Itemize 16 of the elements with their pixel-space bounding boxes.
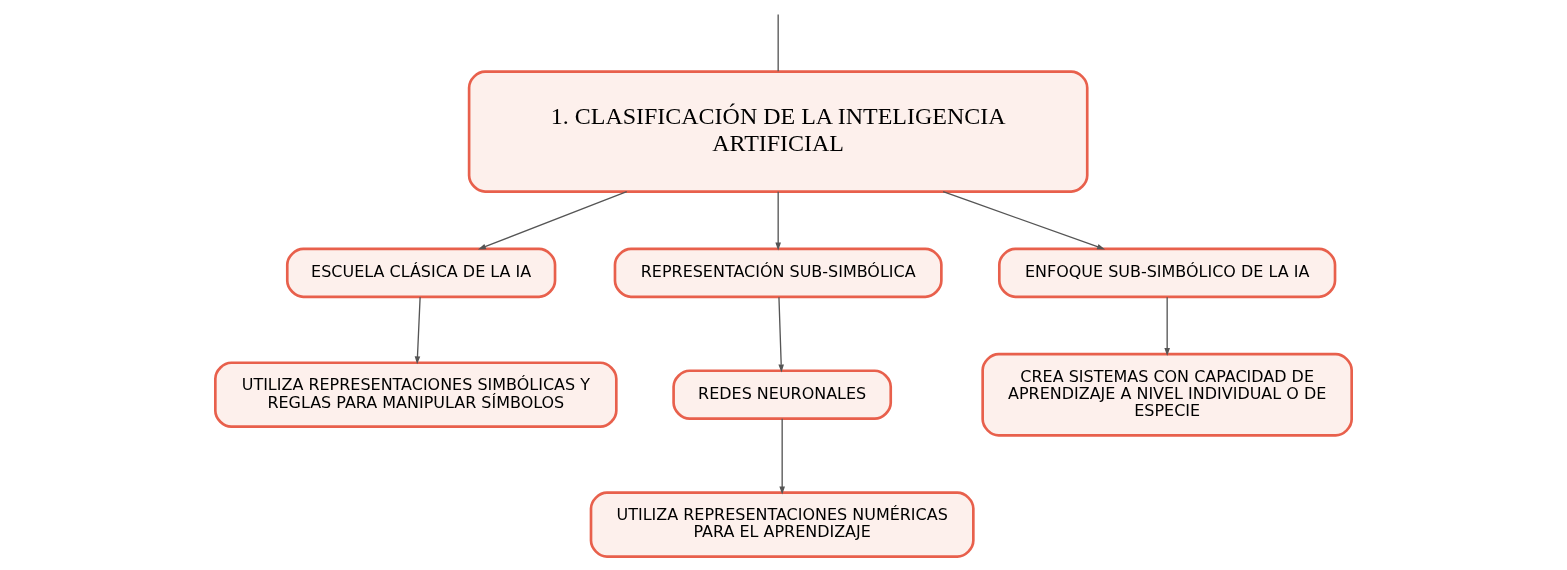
arrow xyxy=(778,296,784,373)
node-box: ENFOQUE SUB-SIMBÓLICO DE LA IA xyxy=(997,247,1337,299)
node-box: UTILIZA REPRESENTACIONES SIMBÓLICAS Y REGLAS PARA MANIPULAR SÍMBOLOS xyxy=(214,361,618,428)
arrow xyxy=(779,418,785,495)
node-box: 1. CLASIFICACIÓN DE LA INTELIGENCIA ARTIFICIAL xyxy=(467,70,1089,193)
node-box: REDES NEURONALES xyxy=(672,369,893,421)
arrow xyxy=(414,296,421,365)
arrow xyxy=(942,191,1106,250)
node-box: UTILIZA REPRESENTACIONES NUMÉRICAS PARA EL APRENDIZAJE xyxy=(589,491,975,558)
arrow xyxy=(477,191,628,250)
arrow xyxy=(775,191,781,251)
node-box: ESCUELA CLÁSICA DE LA IA xyxy=(285,247,557,299)
arrow xyxy=(1164,296,1170,357)
node-box: REPRESENTACIÓN SUB-SIMBÓLICA xyxy=(613,247,943,299)
node-box: CREA SISTEMAS CON CAPACIDAD DE APRENDIZAJE A NIVEL INDIVIDUAL O DE ESPECIE xyxy=(981,352,1353,437)
connector xyxy=(777,13,779,72)
